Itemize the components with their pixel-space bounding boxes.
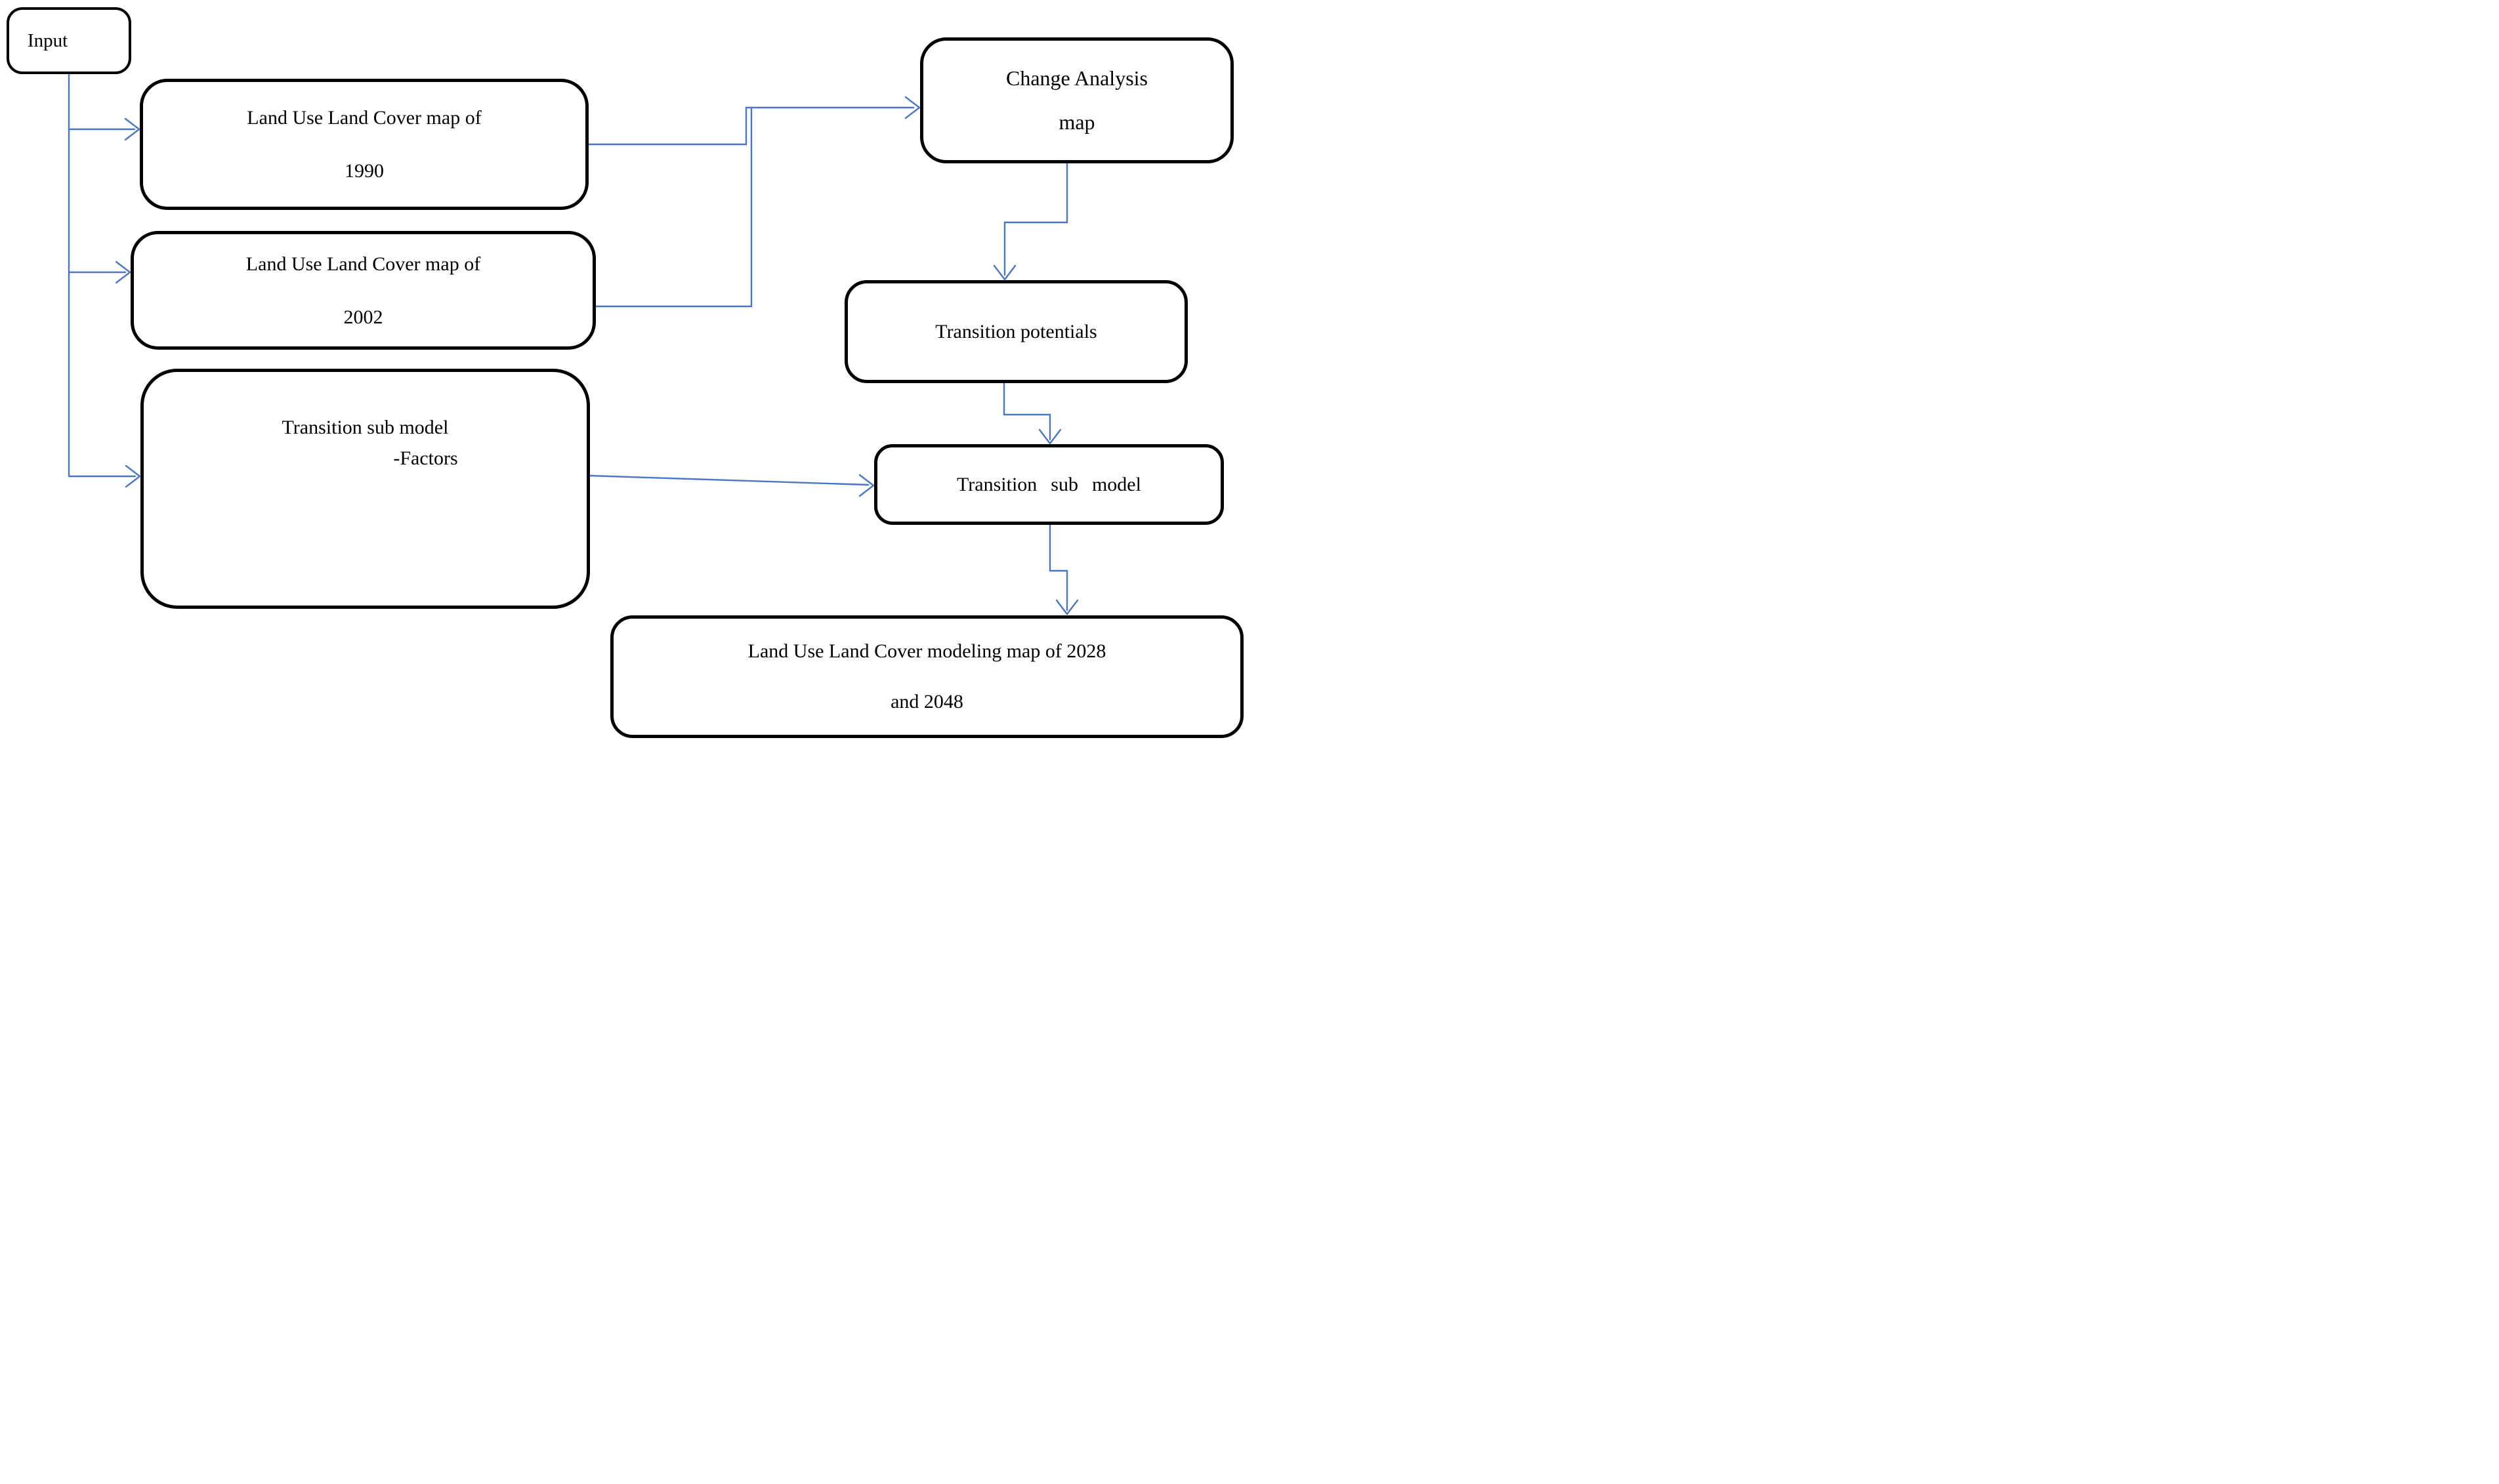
node-transition-sub-model: Transition sub model	[874, 444, 1224, 525]
arrowhead-into-factors	[125, 464, 141, 488]
connector-layer	[68, 72, 1079, 615]
node-output-modeling-map: Land Use Land Cover modeling map of 2028…	[610, 615, 1244, 738]
connector-change-analysis-to-potentials	[993, 162, 1068, 281]
node-transition-sub-model-label: Transition sub model	[957, 473, 1141, 495]
node-factors-line2: -Factors	[393, 447, 458, 469]
arrowhead-into-output	[1055, 599, 1079, 615]
node-lulc-map-2002: Land Use Land Cover map of 2002	[131, 231, 596, 350]
node-input: Input	[7, 7, 131, 74]
connector-sub-model-to-output	[1049, 524, 1079, 615]
arrowhead-into-1990	[124, 117, 140, 141]
node-transition-potentials: Transition potentials	[845, 280, 1188, 383]
node-change-analysis-line1: Change Analysis	[1006, 66, 1148, 90]
connector-1990-to-change-analysis	[587, 96, 921, 146]
node-factors-line1: Transition sub model	[282, 417, 449, 438]
node-transition-sub-model-factors: Transition sub model -Factors	[140, 369, 590, 609]
arrowhead-into-2002	[115, 260, 131, 284]
connector-factors-to-sub-model	[588, 474, 875, 497]
node-lulc-map-1990-line1: Land Use Land Cover map of	[247, 107, 482, 129]
node-output-line2: and 2048	[891, 690, 963, 712]
connector-input-trunk	[68, 72, 141, 488]
node-input-label: Input	[28, 30, 68, 51]
node-lulc-map-2002-line1: Land Use Land Cover map of	[245, 253, 481, 275]
connector-2002-merge	[594, 107, 753, 308]
arrowhead-into-sub-model-left	[858, 474, 875, 497]
node-lulc-map-1990-line2: 1990	[345, 160, 384, 182]
arrowhead-into-potentials	[993, 264, 1017, 281]
node-change-analysis-map: Change Analysis map	[920, 37, 1234, 163]
arrowhead-into-sub-model-top	[1038, 428, 1062, 445]
flowchart-canvas: Input Land Use Land Cover map of 1990 La…	[0, 0, 1250, 742]
node-output-line1: Land Use Land Cover modeling map of 2028	[747, 640, 1106, 662]
connector-potentials-to-sub-model	[1003, 382, 1062, 445]
node-change-analysis-line2: map	[1059, 110, 1095, 134]
node-lulc-map-1990: Land Use Land Cover map of 1990	[140, 79, 589, 210]
node-transition-potentials-label: Transition potentials	[935, 320, 1097, 342]
arrowhead-into-change-analysis	[904, 96, 921, 119]
node-lulc-map-2002-line2: 2002	[343, 306, 383, 328]
